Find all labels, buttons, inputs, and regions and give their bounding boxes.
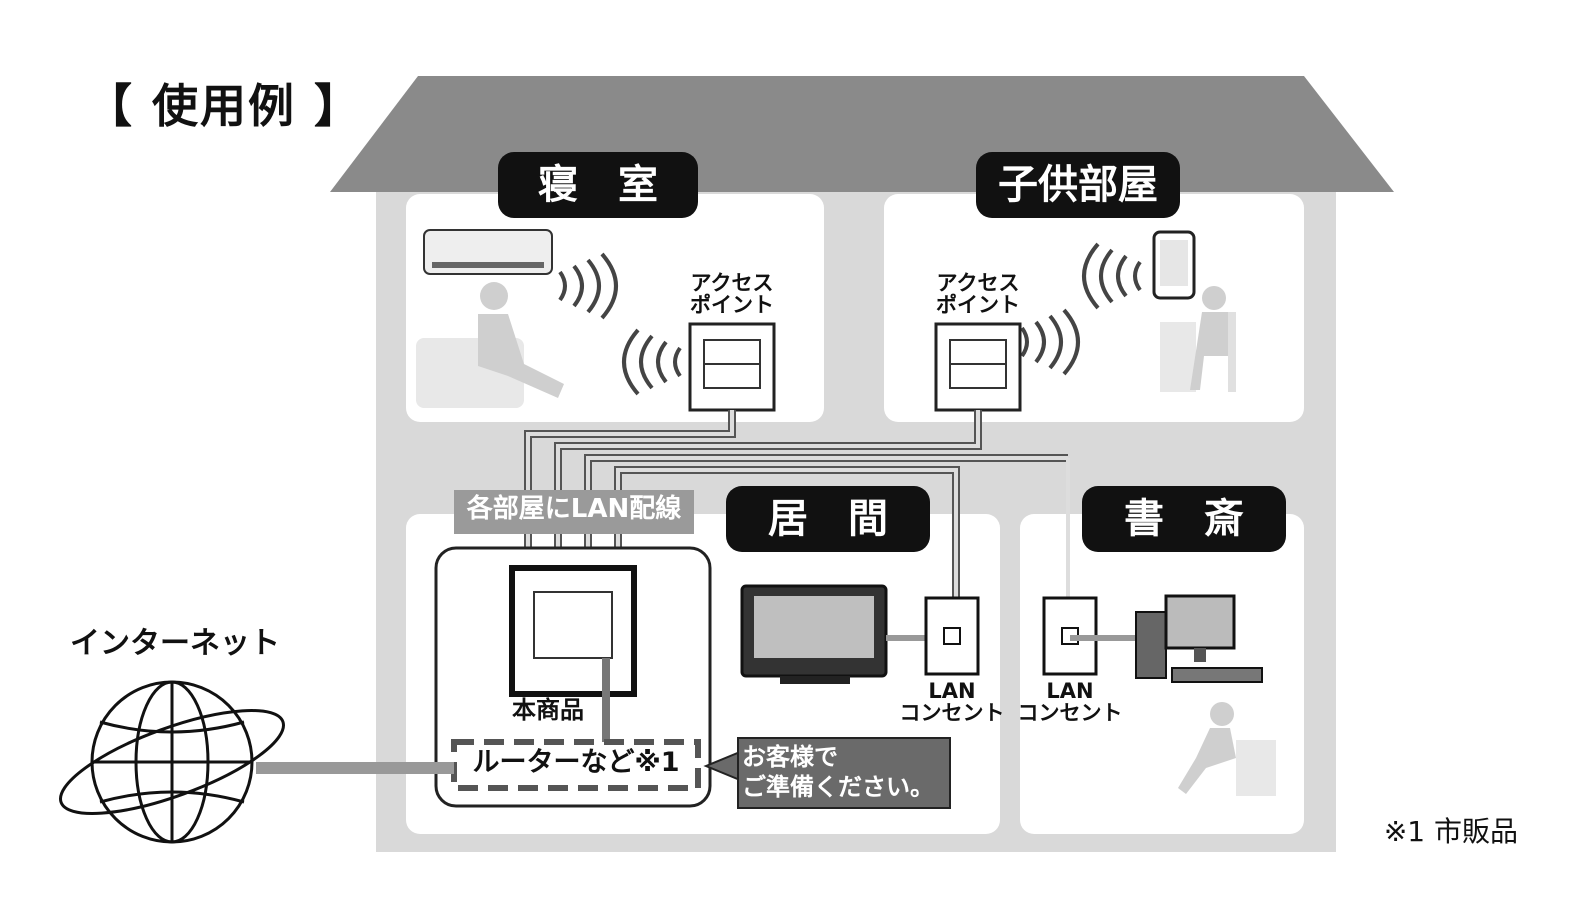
lan-wiring-label-bg — [454, 490, 694, 534]
access-point-bedroom-icon — [688, 322, 776, 412]
room-label-living: 居 間 — [726, 486, 930, 552]
tv-icon — [740, 584, 888, 684]
callout-line-1: お客様で — [742, 743, 838, 771]
callout-line-2: ご準備ください。 — [742, 773, 934, 801]
callout-text: お客様で ご準備ください。 — [742, 742, 948, 802]
access-point-kids-icon — [934, 322, 1022, 412]
globe-icon — [59, 680, 285, 844]
lan-outlet-label-2: LAN コンセント — [1014, 680, 1126, 724]
lan-outlet-1-line-1: LAN — [928, 679, 976, 703]
room-label-kids: 子供部屋 — [976, 152, 1180, 218]
person-in-bed-icon — [416, 282, 564, 408]
lan-outlet-living-icon — [924, 596, 980, 676]
child-at-desk-icon — [1160, 286, 1236, 392]
room-label-bedroom: 寝 室 — [498, 152, 698, 218]
lan-wiring-label: 各部屋にLAN配線 — [466, 494, 682, 524]
lan-outlet-2-line-2: コンセント — [1017, 701, 1123, 726]
access-point-2-line-2: ポイント — [936, 293, 1020, 318]
page-title: 【 使用例 】 — [86, 79, 363, 133]
wifi-waves-icon — [558, 252, 682, 396]
lan-outlet-1-line-2: コンセント — [899, 701, 1005, 726]
callout-bubble — [703, 737, 951, 809]
air-conditioner-icon — [423, 229, 553, 275]
footnote: ※1 市販品 — [1383, 815, 1518, 848]
room-label-study: 書 斎 — [1082, 486, 1286, 552]
access-point-1-line-2: ポイント — [690, 293, 774, 318]
access-point-2-line-1: アクセス — [936, 271, 1020, 295]
tablet-icon — [1152, 230, 1196, 300]
wifi-waves-kids-icon — [1020, 242, 1142, 376]
lan-outlet-label-1: LAN コンセント — [896, 680, 1008, 724]
house-roof — [330, 76, 1394, 192]
router-label: ルーターなど※1 — [472, 747, 680, 778]
main-product-label: 本商品 — [512, 696, 584, 724]
lan-outlet-2-line-1: LAN — [1046, 679, 1094, 703]
internet-label: インターネット — [70, 626, 280, 661]
main-product-icon — [509, 565, 637, 697]
desktop-pc-icon — [1135, 594, 1263, 683]
access-point-1-line-1: アクセス — [690, 271, 774, 295]
access-point-label-2: アクセス ポイント — [918, 272, 1038, 316]
access-point-label-1: アクセス ポイント — [672, 272, 792, 316]
person-with-laptop-icon — [1178, 702, 1276, 796]
